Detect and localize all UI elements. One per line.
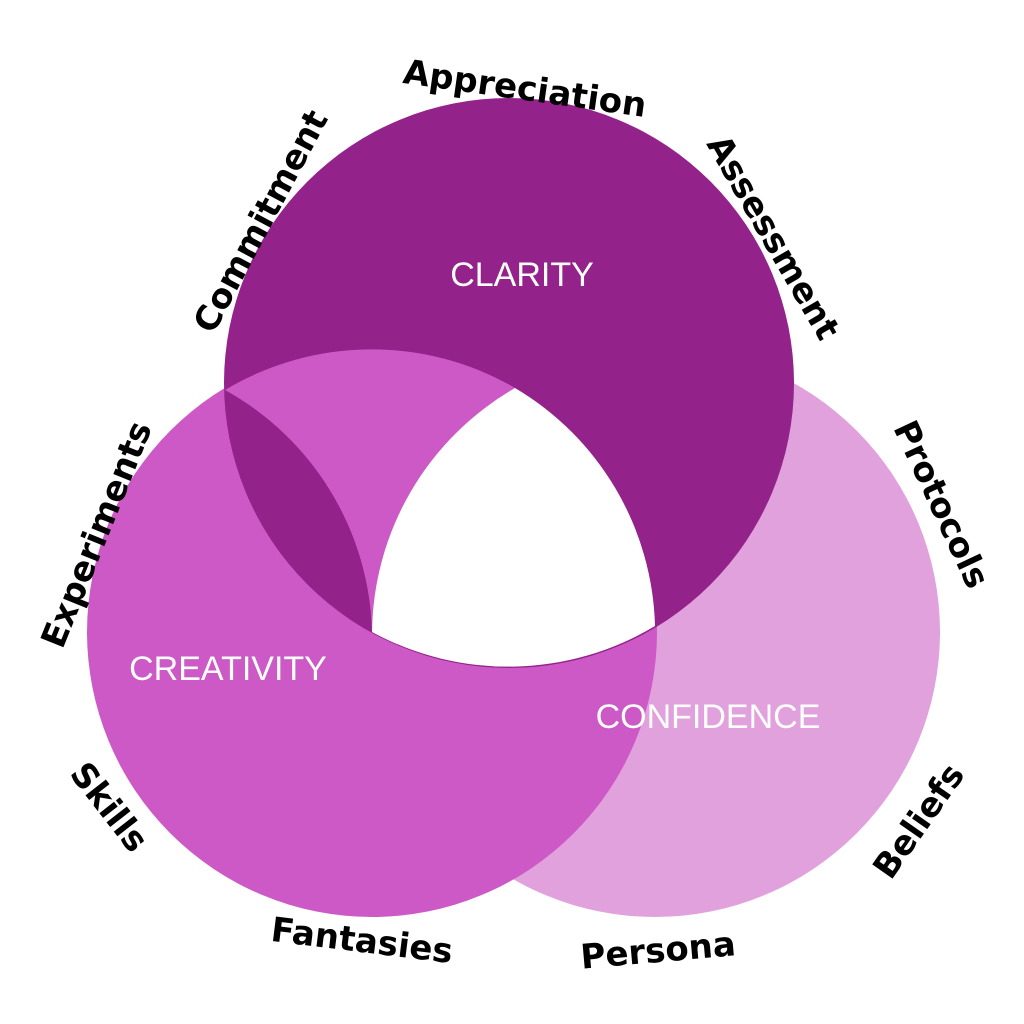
center-triangle: [372, 388, 655, 667]
label-clarity: CLARITY: [450, 256, 594, 294]
label-confidence: CONFIDENCE: [596, 698, 821, 736]
label-creativity: CREATIVITY: [129, 650, 327, 688]
word-persona: Persona: [579, 924, 737, 977]
overlap-creativity-clarity: [225, 349, 515, 632]
word-fantasies: Fantasies: [269, 910, 455, 972]
